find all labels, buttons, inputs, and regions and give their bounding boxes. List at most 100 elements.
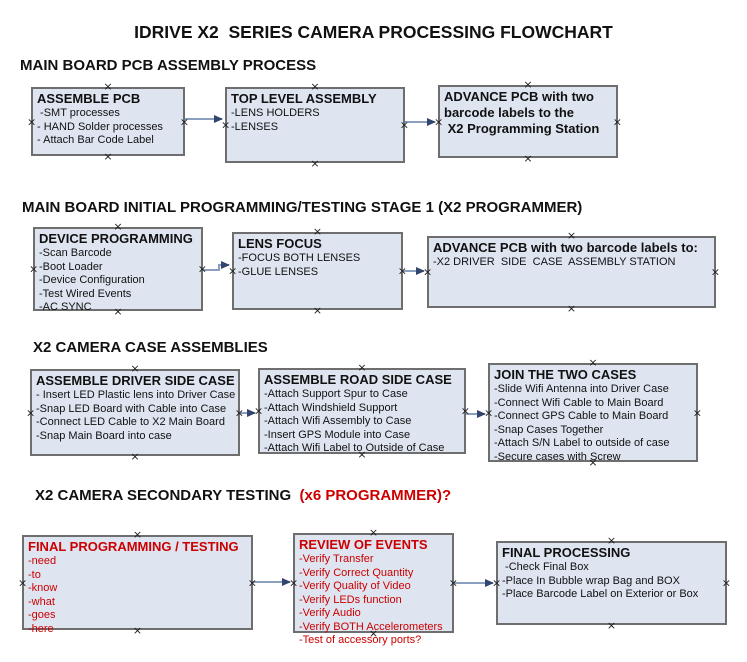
box-line: -Place In Bubble wrap Bag and BOX	[502, 574, 680, 587]
box-line: -Connect GPS Cable to Main Board	[494, 410, 669, 422]
connection-anchor-icon: ×	[423, 265, 433, 279]
flow-box-review-of-events[interactable]: REVIEW OF EVENTS -Verify Transfer -Verif…	[289, 527, 458, 646]
box-line: X2 Programming Station	[444, 121, 600, 136]
connection-anchor-icon: ×	[566, 302, 577, 315]
flow-box-advance-pcb-programming-station[interactable]: ADVANCE PCB with two barcode labels to t…	[434, 79, 622, 164]
arrow-device-to-lensfocus	[203, 261, 230, 271]
box-line: -Snap Main Board into case	[36, 429, 172, 442]
box-line: -Test of accessory ports?	[299, 634, 422, 646]
box-line: barcode labels to the	[444, 105, 575, 120]
flow-box-assemble-road-side-case[interactable]: ASSEMBLE ROAD SIDE CASE -Attach Support …	[254, 362, 470, 460]
box-line: -Scan Barcode	[39, 247, 112, 259]
connection-anchor-icon: ×	[29, 262, 39, 276]
box-line: -Secure cases with Screw	[494, 450, 621, 463]
connection-anchor-icon: ×	[103, 150, 113, 163]
box-title: DEVICE PROGRAMMING	[39, 231, 193, 246]
box-line: -Snap Cases Together	[494, 423, 604, 436]
box-line: -Attach Support Spur to Case	[264, 388, 408, 400]
box-line: -Device Configuration	[39, 274, 145, 286]
box-line: -Attach Wifi Label to Outside of Case	[264, 442, 445, 454]
connection-anchor-icon: ×	[692, 406, 702, 419]
box-line: -LENS HOLDERS	[231, 107, 320, 119]
box-line: -Attach Windshield Support	[264, 401, 398, 414]
connection-anchor-icon: ×	[434, 115, 444, 128]
connection-anchor-icon: ×	[710, 265, 720, 279]
box-line: -Verify BOTH Accelerometers	[299, 620, 443, 633]
box-line: -to	[28, 568, 41, 581]
section-heading-initial-programming: MAIN BOARD INITIAL PROGRAMMING/TESTING S…	[22, 199, 583, 216]
box-title: JOIN THE TWO CASES	[494, 367, 637, 382]
box-line: - Attach Bar Code Label	[37, 134, 154, 146]
connection-anchor-icon: ×	[254, 404, 264, 418]
flow-box-assemble-driver-side-case[interactable]: ASSEMBLE DRIVER SIDE CASE - Insert LED P…	[26, 363, 244, 462]
connection-anchor-icon: ×	[27, 115, 37, 128]
flow-box-final-processing[interactable]: FINAL PROCESSING -Check Final Box -Place…	[492, 535, 731, 631]
box-line: -Place Barcode Label on Exterior or Box	[502, 588, 699, 600]
box-line: -Attach Wifi Assembly to Case	[264, 415, 412, 427]
box-title: REVIEW OF EVENTS	[299, 537, 428, 552]
connection-anchor-icon: ×	[397, 264, 407, 278]
box-title: ADVANCE PCB with two barcode labels to:	[433, 240, 698, 255]
connection-anchor-icon: ×	[721, 576, 731, 590]
box-line: -Insert GPS Module into Case	[264, 428, 411, 441]
box-line: -GLUE LENSES	[238, 265, 319, 278]
flow-box-final-programming-testing[interactable]: FINAL PROGRAMMING / TESTING -need -to -k…	[18, 529, 257, 636]
section-heading-black-part: X2 CAMERA SECONDARY TESTING	[35, 487, 300, 504]
flow-box-device-programming[interactable]: DEVICE PROGRAMMING -Scan Barcode -Boot L…	[29, 221, 207, 317]
box-line: -Connect Wifi Cable to Main Board	[494, 396, 664, 409]
connection-anchor-icon: ×	[221, 118, 231, 132]
box-line: -SMT processes	[37, 107, 120, 119]
connection-anchor-icon: ×	[460, 404, 470, 418]
box-line: -Test Wired Events	[39, 287, 132, 300]
flow-box-assemble-pcb[interactable]: ASSEMBLE PCB -SMT processes - HAND Solde…	[27, 81, 189, 162]
box-title: ASSEMBLE PCB	[37, 91, 141, 106]
box-title: LENS FOCUS	[238, 236, 322, 251]
box-line: -Verify LEDs function	[299, 593, 402, 606]
section-heading-secondary-testing: X2 CAMERA SECONDARY TESTING (x6 PROGRAMM…	[35, 487, 451, 504]
connection-anchor-icon: ×	[492, 576, 502, 590]
box-line: -Verify Correct Quantity	[299, 566, 414, 579]
box-line: -Snap LED Board with Cable into Case	[36, 402, 227, 415]
box-line: -know	[28, 582, 58, 594]
box-title: FINAL PROCESSING	[502, 545, 631, 560]
connection-anchor-icon: ×	[234, 406, 244, 419]
connection-anchor-icon: ×	[228, 264, 238, 278]
box-title: ADVANCE PCB with two	[444, 89, 594, 104]
box-title: ASSEMBLE DRIVER SIDE CASE	[36, 373, 235, 388]
box-line: -Boot Loader	[39, 260, 103, 273]
box-line: -Verify Transfer	[299, 553, 374, 565]
section-heading-case-assemblies: X2 CAMERA CASE ASSEMBLIES	[33, 339, 268, 356]
connection-anchor-icon: ×	[448, 576, 458, 590]
box-line: -FOCUS BOTH LENSES	[238, 252, 361, 264]
flow-box-lens-focus[interactable]: LENS FOCUS -FOCUS BOTH LENSES -GLUE LENS…	[228, 226, 407, 316]
connection-anchor-icon: ×	[247, 576, 257, 589]
connection-anchor-icon: ×	[179, 115, 189, 128]
connection-anchor-icon: ×	[484, 406, 494, 419]
box-line: -Slide Wifi Antenna into Driver Case	[494, 383, 669, 395]
connection-anchor-icon: ×	[18, 576, 28, 589]
connection-anchor-icon: ×	[26, 406, 36, 419]
connection-anchor-icon: ×	[612, 115, 622, 128]
connection-anchor-icon: ×	[289, 576, 299, 590]
box-line: -goes	[28, 609, 56, 621]
box-line: -Verify Audio	[299, 607, 361, 619]
box-line: -here	[28, 622, 54, 635]
box-title: FINAL PROGRAMMING / TESTING	[28, 539, 239, 554]
box-line: -need	[28, 555, 57, 567]
section-heading-red-part: (x6 PROGRAMMER)?	[299, 487, 452, 504]
box-title: TOP LEVEL ASSEMBLY	[231, 91, 377, 106]
connection-anchor-icon: ×	[197, 262, 207, 276]
flow-box-top-level-assembly[interactable]: TOP LEVEL ASSEMBLY -LENS HOLDERS -LENSES…	[221, 81, 409, 169]
box-line: -Connect LED Cable to X2 Main Board	[36, 416, 225, 428]
connection-anchor-icon: ×	[310, 157, 320, 170]
flow-box-join-the-two-cases[interactable]: JOIN THE TWO CASES -Slide Wifi Antenna i…	[484, 357, 702, 468]
box-line: -Verify Quality of Video	[299, 580, 411, 592]
box-line: -Attach S/N Label to outside of case	[494, 437, 670, 449]
connection-anchor-icon: ×	[399, 118, 409, 132]
connection-anchor-icon: ×	[606, 619, 617, 632]
connection-anchor-icon: ×	[312, 304, 323, 317]
flow-box-advance-pcb-driver-side[interactable]: ADVANCE PCB with two barcode labels to: …	[423, 230, 720, 314]
box-line: -X2 DRIVER SIDE CASE ASSEMBLY STATION	[433, 256, 676, 268]
connection-anchor-icon: ×	[130, 450, 140, 463]
